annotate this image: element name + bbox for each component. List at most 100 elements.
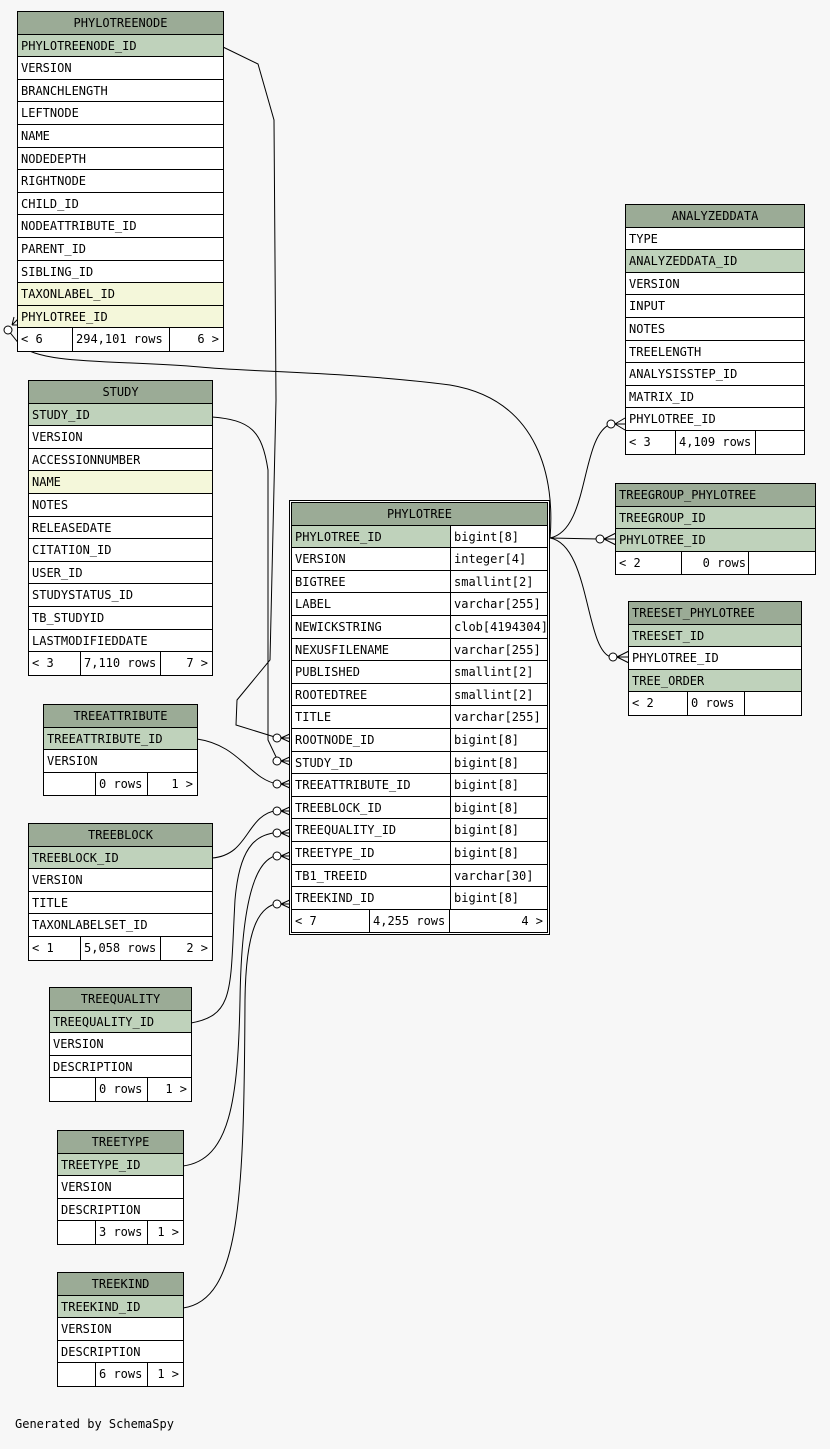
column-row[interactable]: TREEQUALITY_ID bbox=[50, 1010, 191, 1034]
parents-count[interactable]: < 7 bbox=[292, 909, 370, 933]
column-row[interactable]: STUDY_ID bbox=[29, 403, 212, 427]
column-row[interactable]: TREEGROUP_ID bbox=[616, 506, 815, 530]
column-row[interactable]: TREEKIND_ID bbox=[58, 1295, 183, 1319]
column-row[interactable]: PHYLOTREE_ID bbox=[18, 305, 223, 329]
column-row[interactable]: TREEBLOCK_ID bbox=[29, 846, 212, 870]
column-row[interactable]: VERSION bbox=[58, 1318, 183, 1341]
children-count[interactable]: 1 > bbox=[171, 776, 193, 791]
children-count[interactable] bbox=[745, 692, 801, 715]
children-count[interactable]: 6 > bbox=[197, 332, 219, 347]
parents-count[interactable] bbox=[58, 1363, 96, 1386]
column-row[interactable]: TAXONLABEL_ID bbox=[18, 283, 223, 306]
parents-count[interactable]: < 6 bbox=[18, 328, 73, 351]
table-header[interactable]: TREEQUALITY bbox=[50, 988, 191, 1011]
parents-count[interactable]: < 2 bbox=[616, 551, 682, 575]
column-row[interactable]: VERSION bbox=[626, 273, 804, 296]
column-row[interactable]: CHILD_ID bbox=[18, 193, 223, 216]
column-row[interactable]: PHYLOTREE_ID bbox=[629, 647, 801, 670]
column-row[interactable]: TREESET_ID bbox=[629, 624, 801, 648]
column-row[interactable]: CITATION_ID bbox=[29, 539, 212, 562]
column-row[interactable]: VERSION bbox=[50, 1033, 191, 1056]
table-treegroup-phylotree[interactable]: TREEGROUP_PHYLOTREE TREEGROUP_ID PHYLOTR… bbox=[615, 483, 816, 576]
column-row[interactable]: PARENT_ID bbox=[18, 238, 223, 261]
table-phylotreenode[interactable]: PHYLOTREENODE PHYLOTREENODE_ID VERSION B… bbox=[17, 11, 224, 352]
column-row[interactable]: TB_STUDYID bbox=[29, 607, 212, 630]
parents-count[interactable]: < 3 bbox=[626, 430, 676, 454]
children-count[interactable]: 1 > bbox=[165, 1082, 187, 1097]
column-row[interactable]: TYPE bbox=[626, 228, 804, 251]
table-header[interactable]: TREEGROUP_PHYLOTREE bbox=[616, 484, 815, 507]
children-count[interactable]: 2 > bbox=[186, 940, 208, 955]
column-row[interactable]: NODEATTRIBUTE_ID bbox=[18, 215, 223, 238]
table-header[interactable]: PHYLOTREENODE bbox=[18, 12, 223, 35]
column-row[interactable]: ANALYSISSTEP_ID bbox=[626, 363, 804, 386]
column-row[interactable]: VERSION bbox=[29, 426, 212, 449]
column-row[interactable]: VERSION bbox=[29, 869, 212, 892]
table-treetype[interactable]: TREETYPE TREETYPE_ID VERSION DESCRIPTION… bbox=[57, 1130, 184, 1245]
column-row[interactable]: LASTMODIFIEDDATE bbox=[29, 630, 212, 653]
parents-count[interactable] bbox=[50, 1078, 96, 1101]
column-row[interactable]: LEFTNODE bbox=[18, 102, 223, 125]
column-row[interactable]: RIGHTNODE bbox=[18, 170, 223, 193]
table-header[interactable]: PHYLOTREE bbox=[292, 503, 547, 526]
column-row[interactable]: NOTES bbox=[29, 494, 212, 517]
children-count[interactable]: 7 > bbox=[186, 656, 208, 671]
column-row[interactable]: VERSION bbox=[44, 750, 197, 773]
table-header[interactable]: TREEKIND bbox=[58, 1273, 183, 1296]
table-treeblock[interactable]: TREEBLOCK TREEBLOCK_ID VERSION TITLE TAX… bbox=[28, 823, 213, 961]
children-count[interactable]: 1 > bbox=[157, 1225, 179, 1240]
table-header[interactable]: ANALYZEDDATA bbox=[626, 205, 804, 228]
table-treeset-phylotree[interactable]: TREESET_PHYLOTREE TREESET_ID PHYLOTREE_I… bbox=[628, 601, 802, 716]
table-header[interactable]: STUDY bbox=[29, 381, 212, 404]
column-row[interactable]: INPUT bbox=[626, 295, 804, 318]
column-row[interactable]: DESCRIPTION bbox=[58, 1199, 183, 1222]
parents-count[interactable] bbox=[44, 772, 96, 796]
column-row[interactable]: TREETYPE_ID bbox=[58, 1153, 183, 1177]
parents-count[interactable]: < 2 bbox=[629, 692, 688, 715]
column-row[interactable]: PHYLOTREE_ID bbox=[616, 529, 815, 552]
parents-count[interactable]: < 3 bbox=[29, 652, 81, 675]
column-row[interactable]: VERSION bbox=[58, 1176, 183, 1199]
children-count[interactable]: 4 > bbox=[521, 913, 543, 928]
table-study[interactable]: STUDY STUDY_ID VERSION ACCESSIONNUMBER N… bbox=[28, 380, 213, 676]
table-header[interactable]: TREESET_PHYLOTREE bbox=[629, 602, 801, 625]
column-row[interactable]: SIBLING_ID bbox=[18, 261, 223, 284]
table-analyzeddata[interactable]: ANALYZEDDATA TYPE ANALYZEDDATA_ID VERSIO… bbox=[625, 204, 805, 455]
table-header[interactable]: TREETYPE bbox=[58, 1131, 183, 1154]
column-row[interactable]: TREEATTRIBUTE_ID bbox=[44, 727, 197, 751]
column-row[interactable]: TREE_ORDER bbox=[629, 669, 801, 693]
column-row[interactable]: ACCESSIONNUMBER bbox=[29, 449, 212, 472]
column-row[interactable]: STUDYSTATUS_ID bbox=[29, 584, 212, 607]
column-row[interactable]: NODEDEPTH bbox=[18, 148, 223, 171]
children-count[interactable]: 1 > bbox=[157, 1367, 179, 1382]
table-header[interactable]: TREEBLOCK bbox=[29, 824, 212, 847]
column-row[interactable]: ANALYZEDDATA_ID bbox=[626, 250, 804, 273]
column-row[interactable]: NAME bbox=[18, 125, 223, 148]
children-count[interactable] bbox=[756, 431, 804, 454]
table-header[interactable]: TREEATTRIBUTE bbox=[44, 705, 197, 728]
column-row[interactable]: TITLE bbox=[29, 892, 212, 915]
parents-count[interactable] bbox=[58, 1221, 96, 1244]
column-row[interactable]: TAXONLABELSET_ID bbox=[29, 914, 212, 937]
column-row[interactable]: TREELENGTH bbox=[626, 341, 804, 364]
column-row[interactable]: DESCRIPTION bbox=[58, 1341, 183, 1364]
column-row[interactable]: DESCRIPTION bbox=[50, 1056, 191, 1079]
column-row[interactable]: NOTES bbox=[626, 318, 804, 341]
column-row[interactable]: VERSION bbox=[18, 57, 223, 80]
